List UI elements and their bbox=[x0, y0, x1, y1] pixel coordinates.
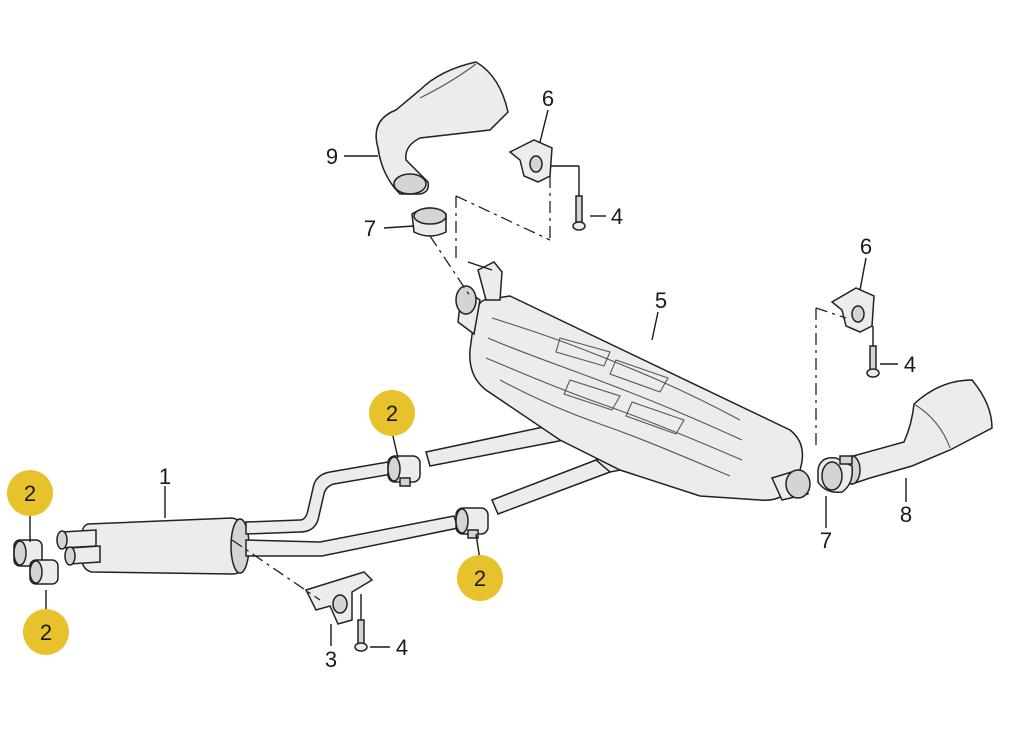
callout-7-right: 7 bbox=[820, 528, 832, 553]
callout-2-lower-pipe: 2 bbox=[474, 566, 486, 591]
tail-pipe-left bbox=[375, 61, 509, 195]
bolt-upper bbox=[550, 165, 586, 231]
clamp-left-tailpipe bbox=[411, 207, 471, 297]
bolt-right bbox=[866, 326, 880, 378]
clamp-tailpipe-lower bbox=[29, 559, 59, 585]
highlight-circle bbox=[369, 390, 415, 436]
callout-4-right: 4 bbox=[904, 352, 916, 377]
callout-2-tailpipe-upper: 2 bbox=[24, 481, 36, 506]
front-muffler bbox=[56, 517, 250, 575]
highlight-circle bbox=[457, 555, 503, 601]
callout-4-front: 4 bbox=[396, 635, 408, 660]
tail-pipe-right bbox=[843, 379, 993, 485]
clamp-upper-pipe bbox=[387, 455, 421, 487]
clamp-lower-pipe bbox=[455, 507, 489, 539]
callout-9: 9 bbox=[326, 144, 338, 169]
bolt-front bbox=[354, 594, 368, 652]
clamp-right-tailpipe bbox=[817, 455, 854, 494]
clamp-tailpipe-upper bbox=[13, 539, 43, 567]
callout-6-upper: 6 bbox=[542, 86, 554, 111]
callout-8: 8 bbox=[900, 502, 912, 527]
callout-3: 3 bbox=[325, 647, 337, 672]
highlight-markers bbox=[7, 390, 503, 655]
bracket-right bbox=[815, 287, 875, 446]
highlight-circle bbox=[23, 609, 69, 655]
rear-muffler bbox=[455, 261, 811, 501]
bracket-upper bbox=[455, 139, 553, 260]
callout-5: 5 bbox=[655, 288, 667, 313]
callout-labels: 1 2 2 2 2 3 4 4 4 5 6 6 7 7 8 9 bbox=[24, 86, 916, 672]
leader-lines bbox=[29, 109, 907, 648]
front-bracket bbox=[231, 539, 374, 625]
highlight-circle bbox=[7, 470, 53, 516]
callout-2-tailpipe-lower: 2 bbox=[40, 620, 52, 645]
callout-1: 1 bbox=[159, 464, 171, 489]
callout-7-left: 7 bbox=[364, 216, 376, 241]
callout-4-upper: 4 bbox=[611, 204, 623, 229]
callout-2-upper-pipe: 2 bbox=[386, 401, 398, 426]
callout-6-right: 6 bbox=[860, 234, 872, 259]
